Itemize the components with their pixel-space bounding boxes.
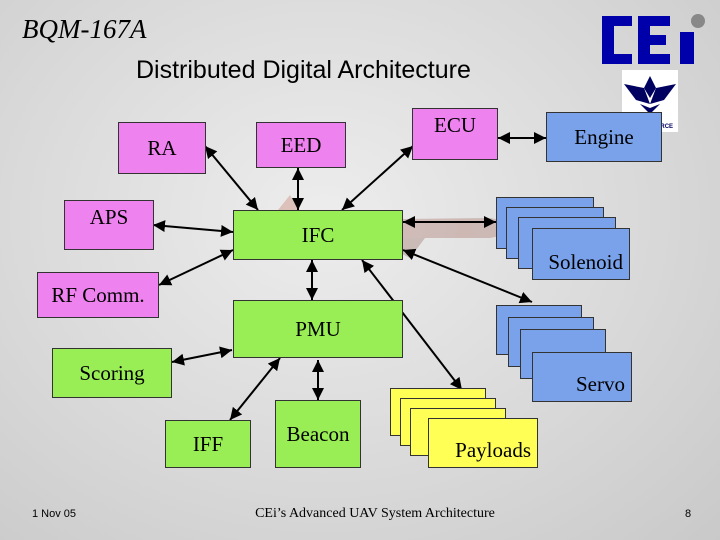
node-servo: Servo xyxy=(532,352,632,402)
usaf-wings-icon xyxy=(624,76,676,114)
node-aps: APS xyxy=(64,200,154,250)
node-iff: IFF xyxy=(165,420,251,468)
node-ifc: IFC xyxy=(233,210,403,260)
arrow-scoring-pmu xyxy=(171,346,233,366)
page-number: 8 xyxy=(685,508,692,520)
node-ecu: ECU xyxy=(412,108,498,160)
node-rf-comm: RF Comm. xyxy=(37,272,159,318)
arrow-aps-ifc xyxy=(152,220,234,237)
node-engine: Engine xyxy=(546,112,662,162)
slide-subtitle-model: BQM-167A xyxy=(22,14,147,44)
node-eed: EED xyxy=(256,122,346,168)
node-payloads: Payloads xyxy=(428,418,538,468)
arrow-rfcomm-ifc xyxy=(158,249,234,286)
arrow-ra-ifc xyxy=(204,145,259,211)
node-pmu: PMU xyxy=(233,300,403,358)
footer-date: 1 Nov 05 xyxy=(32,508,77,520)
arrow-ecu-ifc xyxy=(341,145,414,211)
arrow-ifc-servo xyxy=(402,248,533,304)
node-beacon: Beacon xyxy=(275,400,361,468)
node-solenoid: Solenoid xyxy=(532,228,630,280)
footer-caption: CEi’s Advanced UAV System Architecture xyxy=(255,506,495,521)
arrow-ifc-payloads xyxy=(361,259,463,391)
slide-title: Distributed Digital Architecture xyxy=(136,56,471,84)
cei-logo-icon xyxy=(602,14,705,64)
arrow-iff-pmu xyxy=(229,357,281,421)
node-scoring: Scoring xyxy=(52,348,172,398)
node-ra: RA xyxy=(118,122,206,174)
